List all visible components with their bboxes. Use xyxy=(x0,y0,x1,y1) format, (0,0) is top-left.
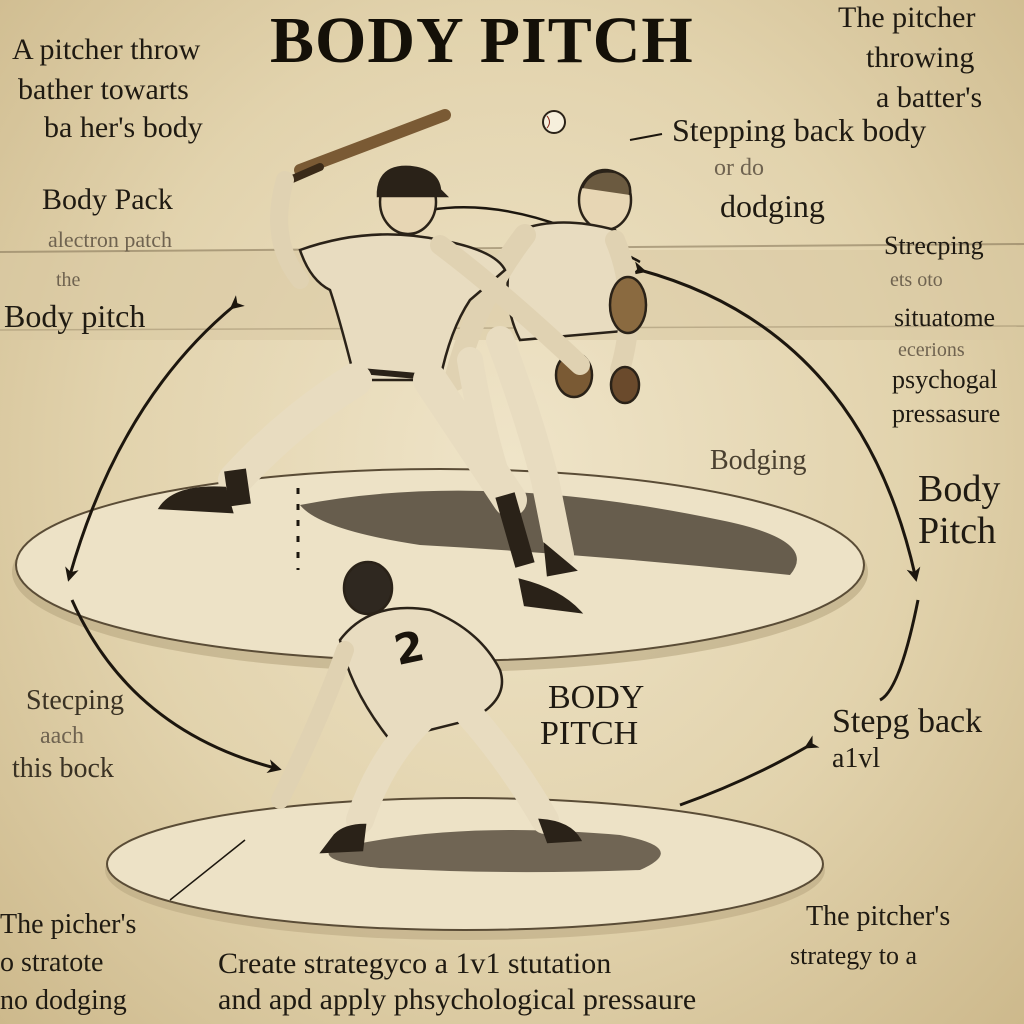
ecerions-label: ecerions xyxy=(898,339,965,361)
bottom-center-label-2: and apd apply phsychological pressaure xyxy=(218,983,697,1016)
this-bock-label: this bock xyxy=(12,753,114,784)
arrow-left-bottom xyxy=(70,599,282,773)
situatome-label: situatome xyxy=(894,303,996,332)
top-left-label-2: bather towarts xyxy=(18,73,189,106)
lower-mound xyxy=(105,797,825,940)
top-left-label-1: A pitcher throw xyxy=(12,33,201,66)
bodging-label: Bodging xyxy=(710,445,807,476)
top-right-label-3: a batter's xyxy=(876,81,983,114)
center-body-label: BODY xyxy=(548,679,645,716)
bottom-right-label-2: strategy to a xyxy=(790,941,918,970)
callout-line xyxy=(629,133,663,141)
top-right-label-1: The pitcher xyxy=(838,1,976,34)
body-pitch-left-label: Body pitch xyxy=(4,298,146,334)
baseball xyxy=(542,110,566,134)
stecping-label: Stecping xyxy=(26,685,124,716)
bottom-right-label-1: The pitcher's xyxy=(806,901,951,932)
page-title: BODY PITCH xyxy=(270,4,694,77)
arrow-right-top xyxy=(631,261,921,582)
lower-batter-figure: 2 xyxy=(271,560,583,854)
top-right-label-2: throwing xyxy=(866,41,975,74)
body-pitch-right-label-2: Pitch xyxy=(918,510,997,552)
pressasure-label: pressasure xyxy=(892,399,1001,428)
callout-line-bottom xyxy=(169,839,246,901)
bottom-left-label-3: no dodging xyxy=(0,985,127,1016)
the-label: the xyxy=(56,269,81,291)
body-pitch-right-label-1: Body xyxy=(918,468,1001,510)
aach-label: aach xyxy=(40,723,84,749)
bottom-center-label-1: Create strategyco a 1v1 stutation xyxy=(218,947,612,980)
stepg-back-label: Stepg back xyxy=(832,703,983,740)
dodging-label: dodging xyxy=(720,188,825,224)
stepping-back-sub-label: or do xyxy=(714,155,764,181)
bottom-left-label-2: o stratote xyxy=(0,947,104,978)
body-pack-label: Body Pack xyxy=(42,183,173,216)
ets-oto-label: ets oto xyxy=(890,269,943,291)
center-pitch-label: PITCH xyxy=(540,715,639,752)
arrow-left-top xyxy=(65,295,245,582)
stepping-back-label: Stepping back body xyxy=(672,112,927,148)
psychogal-label: psychogal xyxy=(892,365,998,394)
a1vl-label: a1vl xyxy=(832,743,881,774)
alectron-patch-label: alectron patch xyxy=(48,227,172,252)
arrow-right-bottom xyxy=(879,599,920,702)
top-left-label-3: ba her's body xyxy=(44,111,203,144)
strecping-label: Strecping xyxy=(884,231,984,260)
batter-figure xyxy=(157,109,590,614)
bottom-left-label-1: The picher's xyxy=(0,909,137,940)
arrow-bottom-right xyxy=(679,735,820,807)
